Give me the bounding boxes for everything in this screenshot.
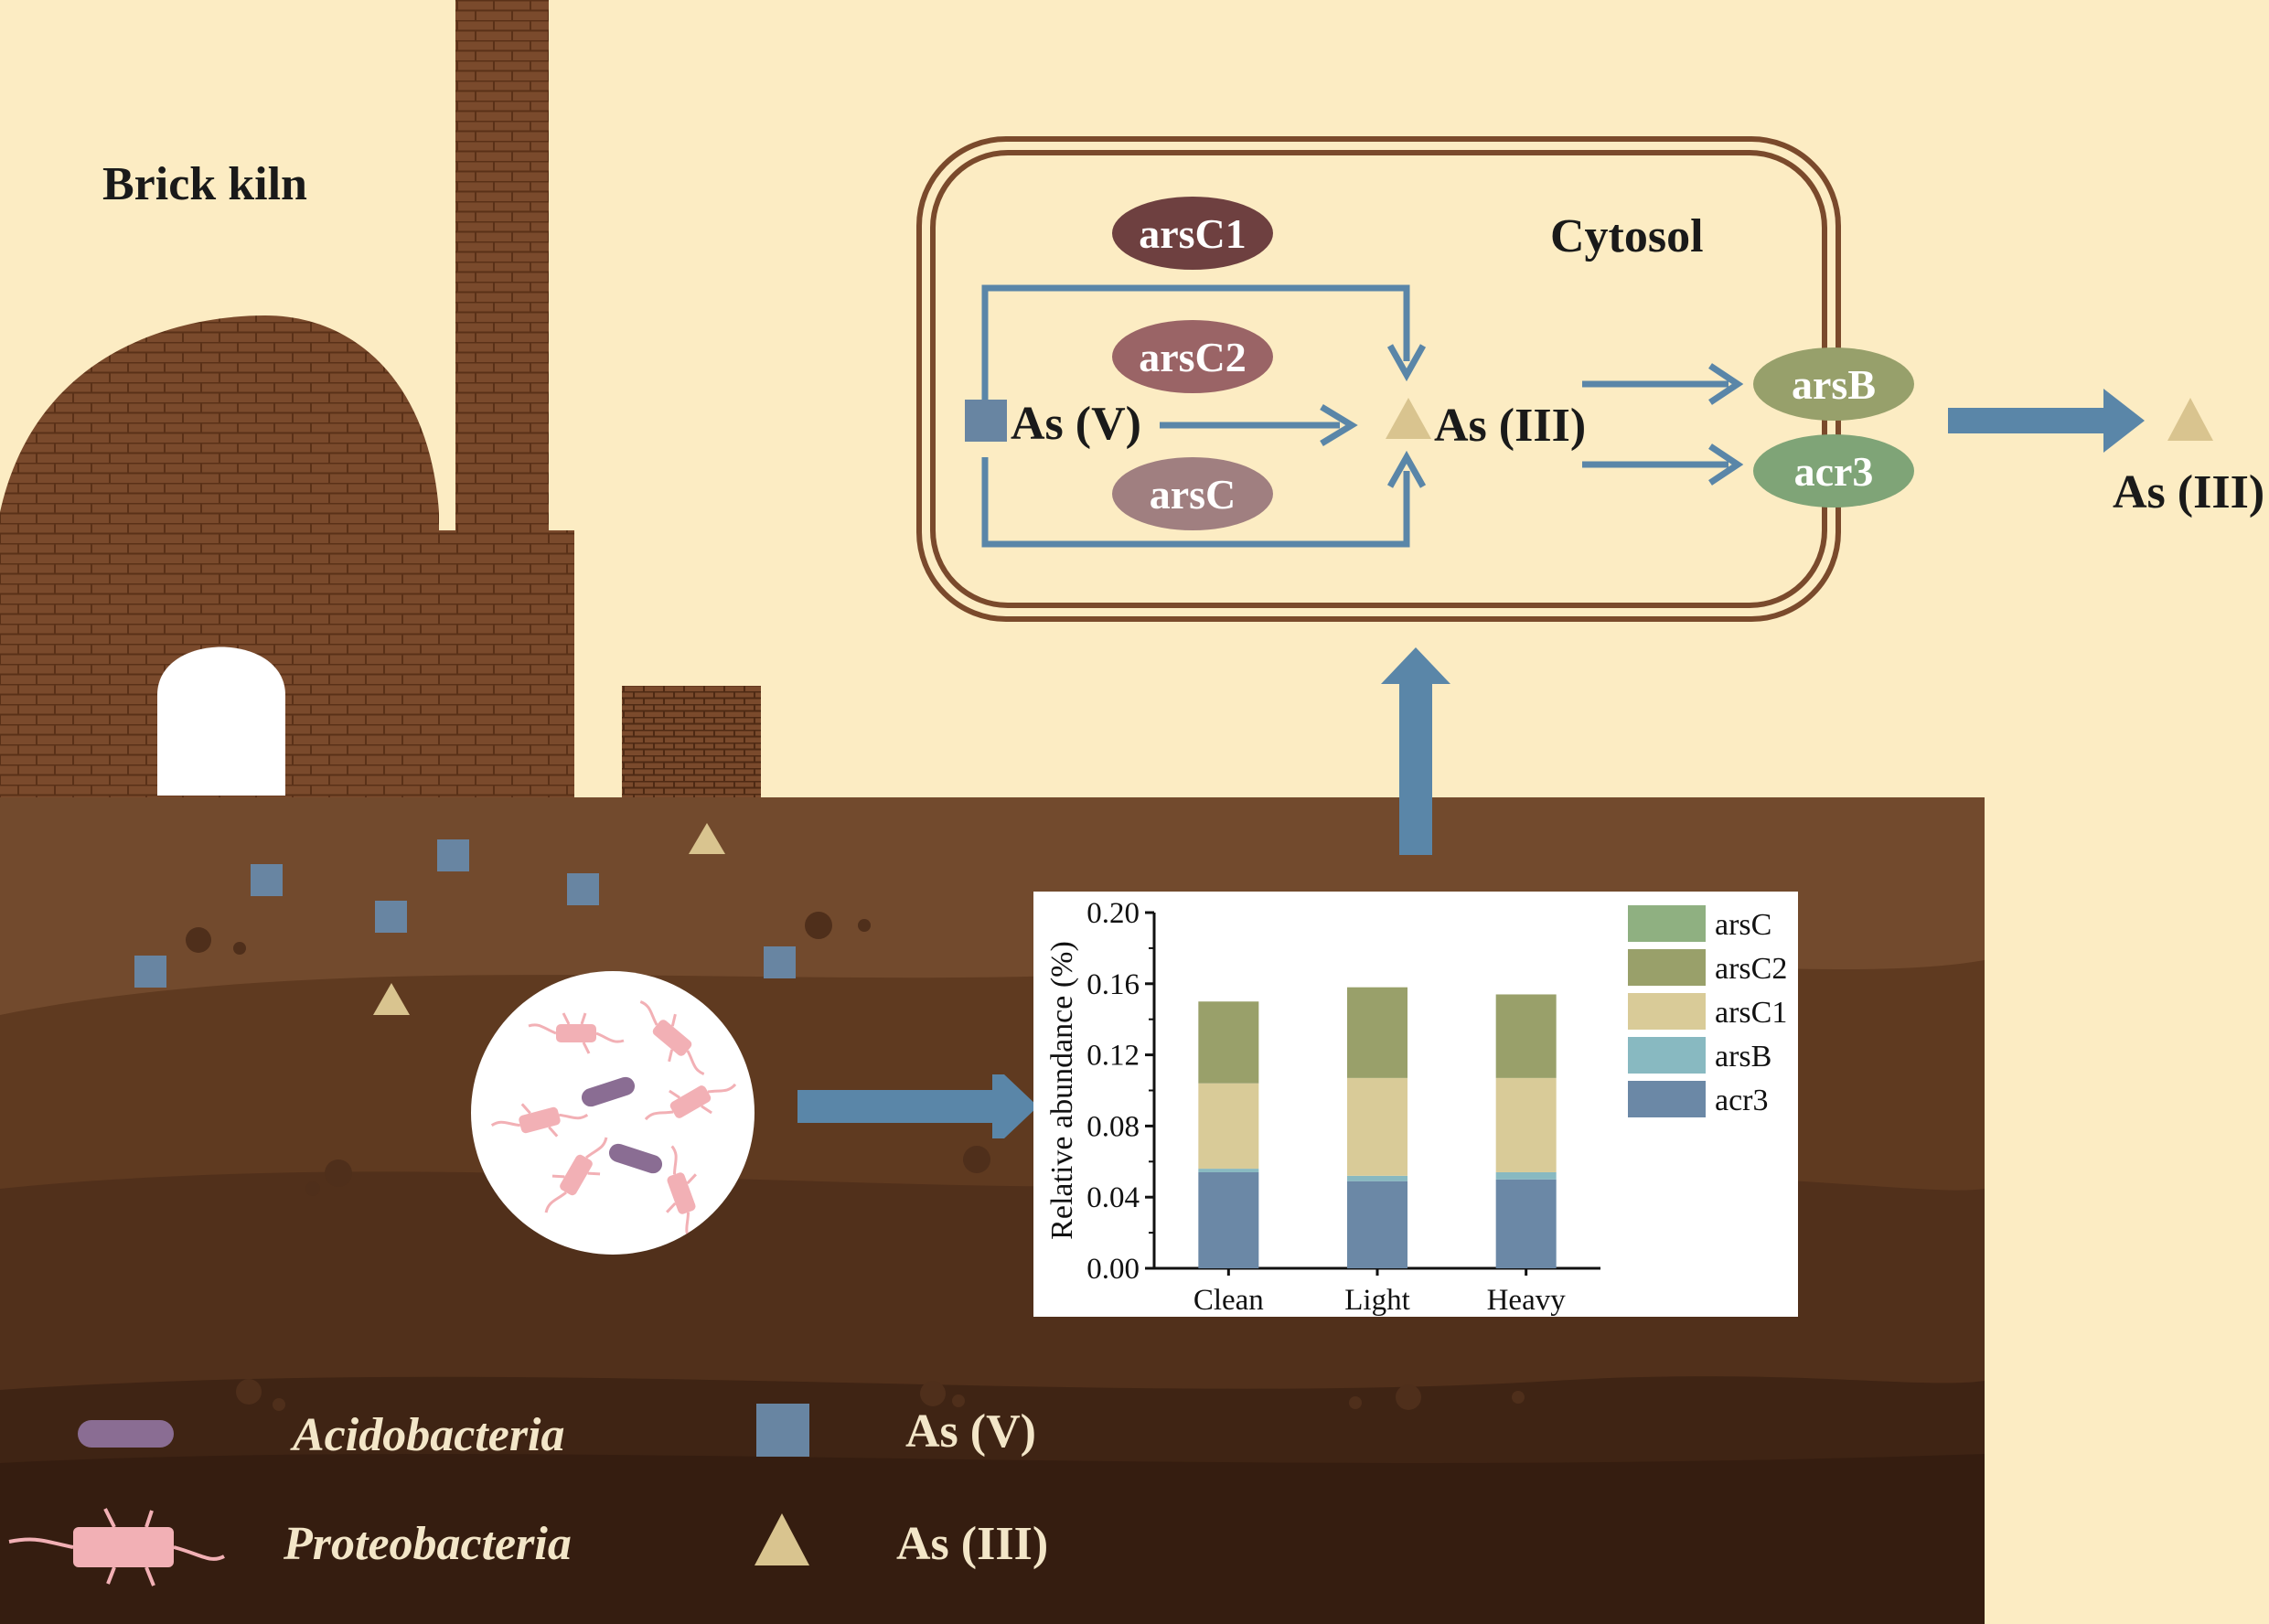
proteobacteria-cell bbox=[644, 1083, 737, 1121]
as-v-square bbox=[965, 400, 1007, 442]
bar-segment-arsC2 bbox=[1347, 987, 1407, 1078]
pathway-top-line bbox=[981, 284, 1410, 416]
proteobacteria-cell bbox=[639, 1000, 705, 1075]
as-v-legend-label: As (V) bbox=[905, 1405, 1036, 1458]
arsC2-pill: arsC2 bbox=[1112, 320, 1273, 393]
legend-swatch-acr3 bbox=[1628, 1081, 1706, 1117]
arsC-pill: arsC bbox=[1112, 457, 1273, 530]
as-v-square bbox=[764, 946, 796, 978]
bar-segment-arsB bbox=[1347, 1175, 1407, 1181]
as-iii-triangle bbox=[689, 823, 725, 854]
cell-diagram: Cytosol As (V) As (III) arsC1 arsC2 arsC bbox=[916, 136, 1914, 622]
soil-pebbles bbox=[186, 912, 1525, 1411]
acr3-pill: acr3 bbox=[1753, 434, 1914, 508]
proteobacteria-legend-swatch bbox=[8, 1508, 225, 1587]
soil-layer-5 bbox=[0, 1454, 1985, 1624]
x-tick-label: Clean bbox=[1193, 1284, 1264, 1317]
microbe-community-circle bbox=[471, 971, 755, 1255]
y-tick-label: 0.20 bbox=[1086, 897, 1140, 930]
as-v-square bbox=[251, 864, 283, 896]
legend-swatch-arsC2 bbox=[1628, 949, 1706, 986]
brick-kiln-label: Brick kiln bbox=[102, 158, 307, 210]
proteobacteria-cell bbox=[490, 1103, 589, 1138]
bar-segment-arsC1 bbox=[1198, 1083, 1259, 1170]
acidobacteria-cell bbox=[581, 1076, 636, 1107]
as-v-square bbox=[567, 873, 599, 905]
y-tick-label: 0.04 bbox=[1086, 1181, 1140, 1214]
as-iii-legend-swatch bbox=[755, 1513, 809, 1565]
x-tick-label: Light bbox=[1344, 1284, 1410, 1317]
legend-label-arsC2: arsC2 bbox=[1715, 952, 1787, 986]
as-iii-legend-label: As (III) bbox=[896, 1518, 1048, 1570]
legend-label-acr3: acr3 bbox=[1715, 1084, 1769, 1117]
legend-label-arsB: arsB bbox=[1715, 1040, 1771, 1074]
svg-text:arsC: arsC bbox=[1150, 471, 1236, 518]
arrow-to-chart bbox=[797, 1074, 1038, 1138]
bar-segment-arsB bbox=[1198, 1169, 1259, 1172]
legend-swatch-arsC1 bbox=[1628, 993, 1706, 1030]
bar-segment-acr3 bbox=[1347, 1181, 1407, 1268]
bar-segment-arsC1 bbox=[1347, 1077, 1407, 1176]
as-v-legend-swatch bbox=[756, 1404, 809, 1457]
x-tick-label: Heavy bbox=[1487, 1284, 1567, 1317]
acidobacteria-legend-label: Acidobacteria bbox=[290, 1409, 565, 1461]
arrow-to-cell bbox=[1381, 647, 1450, 855]
as-v-square bbox=[437, 839, 469, 871]
as-iii-out-label: As (III) bbox=[2113, 466, 2264, 518]
legend-label-arsC1: arsC1 bbox=[1715, 996, 1787, 1030]
as-iii-triangle-out bbox=[2167, 398, 2213, 441]
as-v-square bbox=[375, 901, 407, 933]
legend-label-arsC: arsC bbox=[1715, 908, 1771, 942]
small-brick-stack bbox=[622, 686, 761, 805]
bar-segment-arsC2 bbox=[1495, 994, 1557, 1078]
export-arrow bbox=[1948, 389, 2145, 453]
legend-swatch-arsC bbox=[1628, 905, 1706, 942]
acidobacteria-legend-swatch bbox=[78, 1420, 174, 1448]
bottom-legend: Acidobacteria Proteobacteria As (V) As (… bbox=[8, 1404, 1048, 1587]
bar-segment-arsC2 bbox=[1198, 1001, 1259, 1084]
proteobacteria-cell bbox=[666, 1145, 697, 1242]
proteobacteria-cell bbox=[544, 1137, 608, 1213]
as-iii-triangle bbox=[373, 983, 410, 1015]
proteobacteria-legend-label: Proteobacteria bbox=[283, 1518, 572, 1570]
cytosol-label: Cytosol bbox=[1550, 210, 1704, 262]
y-tick-label: 0.08 bbox=[1086, 1110, 1140, 1143]
y-tick-label: 0.00 bbox=[1086, 1253, 1140, 1286]
kiln-door bbox=[157, 646, 285, 796]
as-iii-label: As (III) bbox=[1434, 400, 1586, 452]
as-v-label: As (V) bbox=[1011, 398, 1141, 450]
y-axis-label: Relative abundance (%) bbox=[1045, 941, 1079, 1240]
bar-segment-acr3 bbox=[1198, 1171, 1259, 1268]
svg-text:acr3: acr3 bbox=[1794, 448, 1874, 495]
svg-text:arsB: arsB bbox=[1792, 361, 1876, 408]
acidobacteria-cell bbox=[608, 1143, 663, 1174]
svg-text:arsC1: arsC1 bbox=[1139, 210, 1247, 257]
y-tick-label: 0.12 bbox=[1086, 1040, 1140, 1073]
y-tick-label: 0.16 bbox=[1086, 968, 1140, 1001]
soil-arsenic bbox=[134, 823, 796, 1015]
bar-segment-arsC1 bbox=[1495, 1077, 1557, 1172]
arsC1-pill: arsC1 bbox=[1112, 197, 1273, 270]
bar-segment-acr3 bbox=[1495, 1179, 1557, 1268]
as-iii-triangle bbox=[1386, 398, 1431, 439]
svg-text:arsC2: arsC2 bbox=[1139, 334, 1247, 380]
legend-swatch-arsB bbox=[1628, 1037, 1706, 1074]
bar-segment-arsB bbox=[1495, 1171, 1557, 1180]
as-v-square bbox=[134, 956, 166, 988]
pathway-bottom-line bbox=[981, 457, 1410, 548]
proteobacteria-cell bbox=[528, 1012, 625, 1054]
arsB-pill: arsB bbox=[1753, 347, 1914, 421]
brick-kiln bbox=[0, 0, 761, 805]
chimney-base bbox=[437, 530, 574, 805]
